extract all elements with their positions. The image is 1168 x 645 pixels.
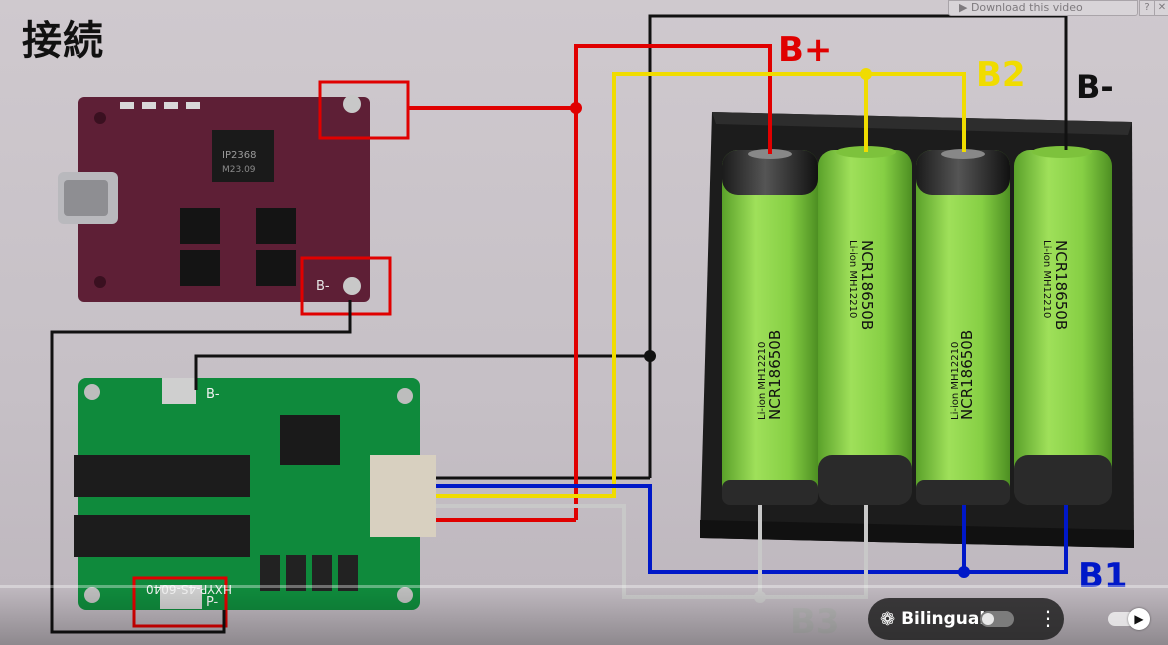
- battery-cell-3: NCR18650B Li-ion MH12210: [916, 149, 1010, 505]
- battery-cell-4: NCR18650B Li-ion MH12210: [1014, 146, 1112, 505]
- cell-1-chem-text: Li-ion MH12210: [757, 342, 768, 420]
- bms-model-text: HXYP-4S-6040: [146, 582, 232, 596]
- brain-icon: ❁: [880, 608, 896, 630]
- help-button[interactable]: ?: [1139, 0, 1155, 16]
- cell-3-model-text: NCR18650B: [958, 330, 976, 420]
- more-vert-icon[interactable]: ⋮: [1038, 606, 1058, 630]
- cell-2-chem-text: Li-ion MH12210: [847, 240, 858, 318]
- cell-2-model-text: NCR18650B: [858, 240, 876, 330]
- autoplay-toggle[interactable]: ▶: [1108, 608, 1152, 630]
- bms-board: HXYP-4S-6040 B- P-: [74, 378, 436, 628]
- charger-chip-line-2: M23.09: [222, 165, 256, 175]
- progress-bar[interactable]: [0, 585, 1168, 588]
- bilingual-pill[interactable]: ❁ Bilingual ⋮: [868, 598, 1064, 640]
- wire-b1: [436, 484, 1068, 574]
- wire-b2: [436, 72, 966, 498]
- toggle-knob: [982, 613, 994, 625]
- wire-b3: [436, 504, 868, 599]
- cell-4-chem-text: Li-ion MH12210: [1041, 240, 1052, 318]
- charger-board: IP2368 M23.09 B-: [58, 80, 410, 316]
- battery-cell-1: NCR18650B Li-ion MH12210: [722, 149, 818, 505]
- label-b1: B1: [1078, 556, 1128, 596]
- play-icon: ▶: [1128, 608, 1150, 630]
- cell-1-model-text: NCR18650B: [766, 330, 784, 420]
- bilingual-label: Bilingual: [901, 609, 986, 629]
- bms-pad-b-minus: B-: [206, 387, 220, 402]
- cell-3-chem-text: Li-ion MH12210: [950, 342, 961, 420]
- label-b-minus: B-: [1076, 68, 1114, 106]
- wire-b-minus: [50, 14, 1068, 634]
- label-b2: B2: [976, 55, 1026, 95]
- charger-minus-label: B-: [316, 279, 330, 294]
- download-video-button[interactable]: ▶ Download this video: [948, 0, 1138, 16]
- label-b3: B3: [790, 602, 840, 642]
- close-button[interactable]: ✕: [1154, 0, 1168, 16]
- label-b-plus: B+: [778, 30, 833, 70]
- wire-junctions: [570, 68, 970, 603]
- bilingual-toggle[interactable]: [980, 611, 1014, 627]
- video-title-text: 接続: [22, 18, 104, 64]
- battery-cell-2: NCR18650B Li-ion MH12210: [818, 146, 912, 505]
- bms-pad-p-minus: P-: [206, 595, 219, 610]
- charger-chip-line-1: IP2368: [222, 150, 256, 161]
- cell-4-model-text: NCR18650B: [1052, 240, 1070, 330]
- wire-b-plus: [407, 44, 772, 522]
